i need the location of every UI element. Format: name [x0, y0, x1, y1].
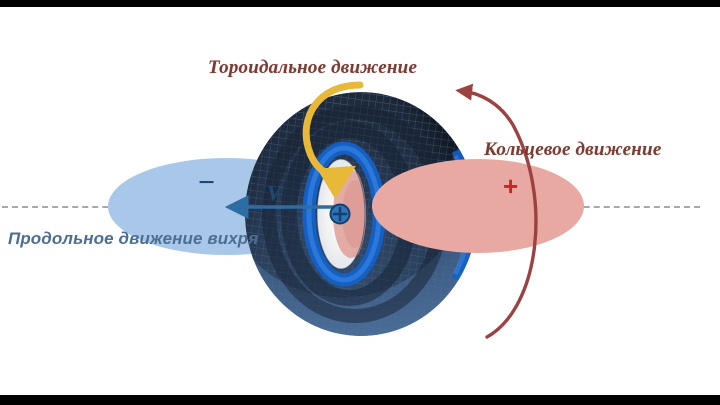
positive-lobe: [372, 159, 584, 253]
letterbox-top: [0, 0, 720, 7]
vortex-core-marker: [329, 203, 351, 225]
letterbox-bottom: [0, 395, 720, 405]
velocity-label: V: [267, 181, 282, 205]
figure-canvas: Тороидальное движение Кольцевое движение…: [0, 7, 720, 395]
toroidal-motion-label: Тороидальное движение: [208, 57, 418, 78]
ring-motion-label: Кольцевое движение: [484, 139, 662, 160]
negative-sign-label: −: [198, 166, 216, 199]
longitudinal-motion-label: Продольное движение вихря: [8, 229, 259, 248]
positive-sign-label: +: [503, 171, 519, 201]
